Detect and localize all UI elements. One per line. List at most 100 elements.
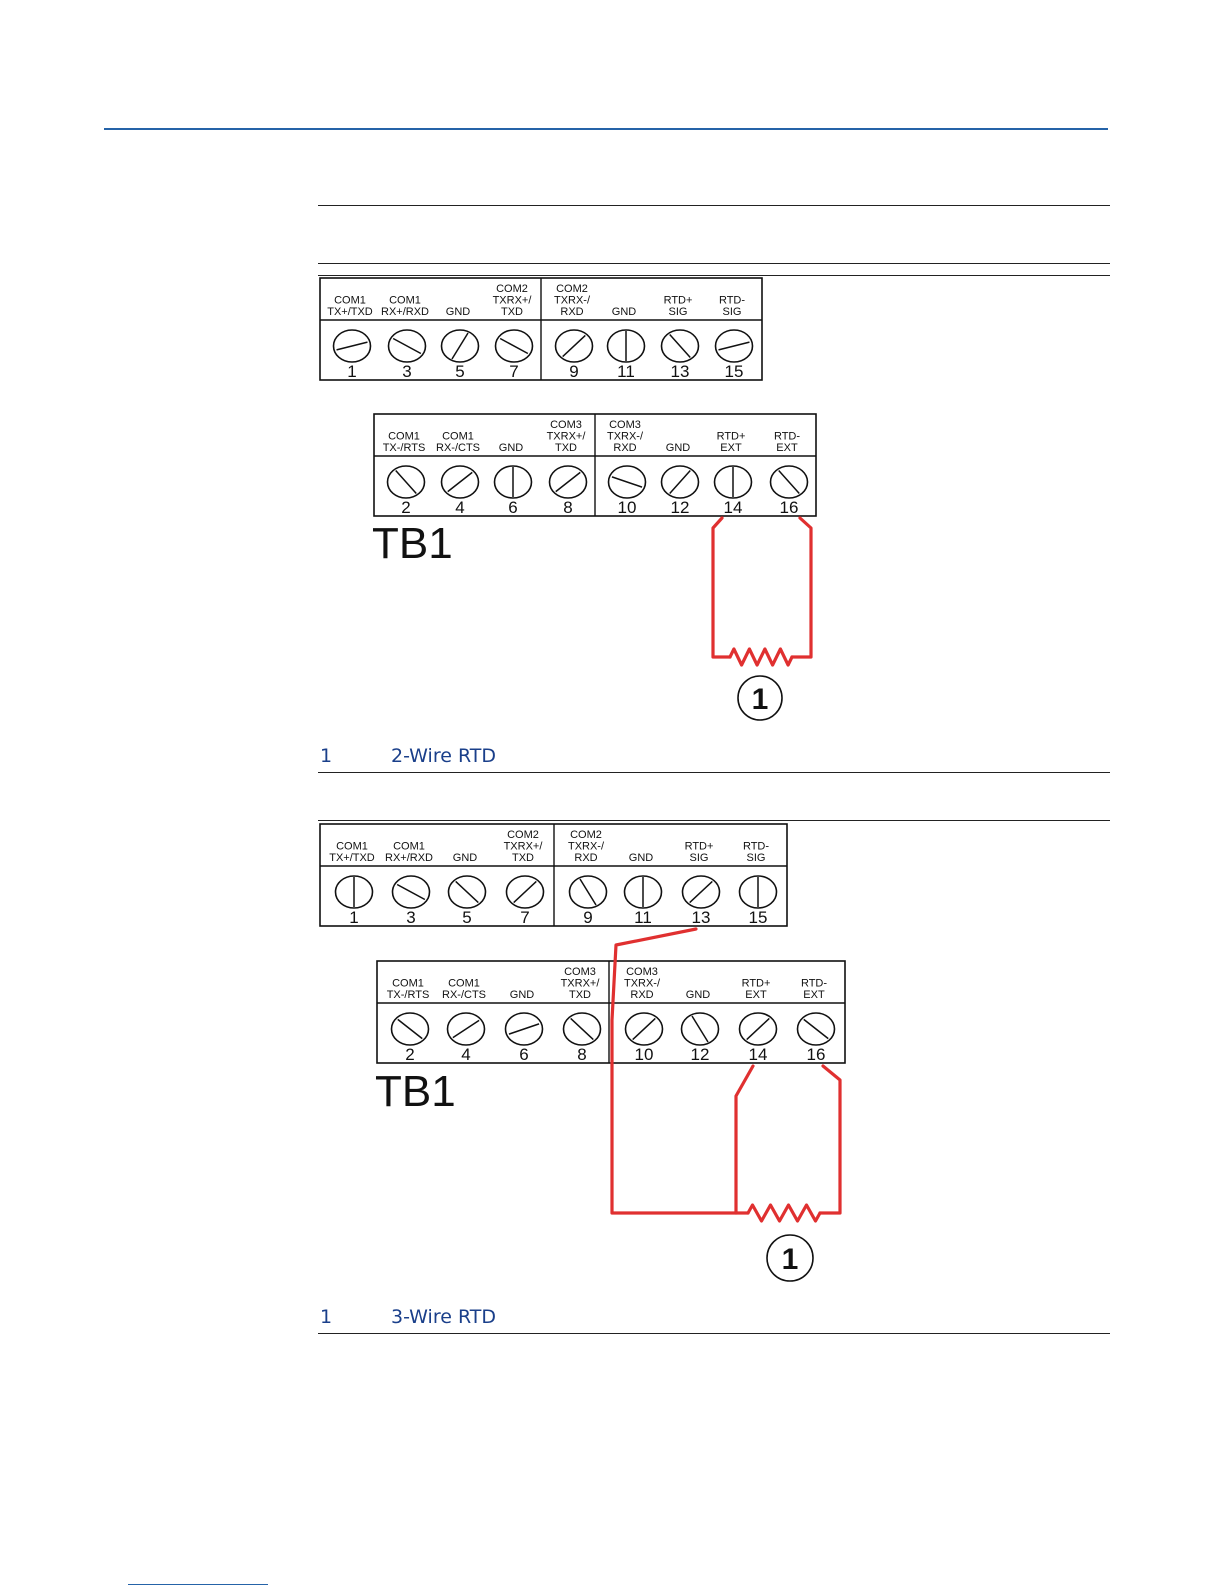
figure-2-top-rule — [318, 820, 1110, 821]
screw-slot — [447, 471, 473, 493]
screw-slot — [452, 1019, 480, 1039]
figure-2-bottom-terminal-14-number: 14 — [749, 1045, 768, 1064]
figure-1-tb1-label: TB1 — [372, 519, 453, 568]
figure-2-bottom-terminal-4-label: COM1 — [448, 978, 480, 990]
screw-slot — [451, 332, 469, 360]
figure-1-top-terminal-9-label: COM2 — [556, 283, 588, 295]
figure-1-top-terminal-13-label: RTD+ — [664, 295, 693, 307]
figure-1-bottom-terminal-8-label: TXD — [555, 442, 577, 454]
figure-1-bottom-terminal-10-label: COM3 — [609, 419, 641, 431]
figure-2-top-terminal-7-label: COM2 — [507, 829, 539, 841]
figure-1-top-terminal-11-label: GND — [612, 306, 637, 318]
figure-2-bottom-terminal-block: COM1TX-/RTS2COM1RX-/CTS4GND6COM3TXRX+/TX… — [376, 960, 846, 1064]
figure-2-top-terminal-15-label: SIG — [747, 852, 766, 864]
figure-2-tb1-label: TB1 — [375, 1067, 456, 1116]
figure-1-wire-16 — [790, 516, 813, 659]
figure-2-top-terminal-9-label: COM2 — [570, 829, 602, 841]
figure-1-bottom-terminal-8-label: COM3 — [550, 419, 582, 431]
figure-1-top-terminal-7-label: TXD — [501, 306, 523, 318]
screw-slot — [555, 471, 581, 493]
screw-slot — [718, 341, 750, 351]
figure-1-bottom-terminal-10-number: 10 — [618, 498, 637, 517]
figure-1-bottom-terminal-block: COM1TX-/RTS2COM1RX-/CTS4GND6COM3TXRX+/TX… — [373, 413, 817, 518]
screw-slot — [392, 337, 422, 355]
figure-2-top-terminal-7-label: TXD — [512, 852, 534, 864]
figure-1-bottom-terminal-16-number: 16 — [780, 498, 799, 517]
figure-2-top-terminal-11-number: 11 — [634, 908, 652, 927]
figure-2-top-terminal-3-label: RX+/RXD — [385, 852, 433, 864]
figure-1-top-terminal-15-number: 15 — [725, 362, 744, 381]
screw-slot — [397, 1018, 423, 1040]
figure-1-bottom-terminal-14-label: RTD+ — [717, 431, 746, 443]
figure-1-legend-text: 2-Wire RTD — [391, 745, 497, 767]
figure-2-top-terminal-13-number: 13 — [692, 908, 711, 927]
figure-1-top-terminal-7-label: TXRX+/ — [493, 295, 533, 307]
figure-2-bottom-terminal-8-label: COM3 — [564, 966, 596, 978]
figure-1-bottom-terminal-2-label: TX-/RTS — [383, 442, 426, 454]
figure-2-top-terminal-3-number: 3 — [406, 908, 415, 927]
figure-2-bottom-terminal-16-number: 16 — [807, 1045, 826, 1064]
screw-slot — [611, 476, 643, 488]
figure-1-bottom-terminal-2-label: COM1 — [388, 431, 420, 443]
figure-2-callout-number: 1 — [782, 1243, 799, 1276]
figure-2-bottom-terminal-14-label: EXT — [745, 989, 767, 1001]
figure-1-rtd-resistor-icon — [728, 647, 794, 667]
figure-1-top-terminal-9-label: TXRX-/ — [554, 295, 591, 307]
figure-2-top-terminal-5-number: 5 — [462, 908, 471, 927]
figure-1-bottom-terminal-14-label: EXT — [720, 442, 742, 454]
figure-2-top-terminal-7-number: 7 — [520, 908, 529, 927]
figure-2-bottom-terminal-2-label: TX-/RTS — [387, 989, 430, 1001]
figure-2-top-terminal-9-label: RXD — [574, 852, 597, 864]
figure-1-top-terminal-7-label: COM2 — [496, 283, 528, 295]
figure-2-bottom-terminal-16-label: EXT — [803, 989, 825, 1001]
figure-1-image-rule — [318, 275, 1110, 276]
figure-1-top-terminal-5-number: 5 — [455, 362, 464, 381]
screw-slot — [395, 470, 417, 494]
figure-1-top-terminal-1-number: 1 — [347, 362, 356, 381]
figure-1-bottom-terminal-10-label: TXRX-/ — [607, 431, 644, 443]
figure-2-bottom-terminal-10-label: TXRX-/ — [624, 978, 661, 990]
figure-1-top-terminal-9-number: 9 — [569, 362, 578, 381]
figure-2-top-terminal-1-label: COM1 — [336, 841, 368, 853]
figure-1-bottom-terminal-12-number: 12 — [671, 498, 690, 517]
figure-2-bottom-terminal-6-number: 6 — [519, 1045, 528, 1064]
figure-1-bottom-terminal-8-number: 8 — [563, 498, 572, 517]
figure-2-rtd-resistor-icon — [746, 1203, 822, 1223]
figure-1-top-terminal-13-number: 13 — [671, 362, 690, 381]
figure-2-bottom-terminal-12-number: 12 — [691, 1045, 710, 1064]
figure-2-legend-number: 1 — [320, 1306, 333, 1328]
figure-2-wire-16 — [818, 1064, 842, 1215]
screw-slot — [778, 470, 800, 494]
figure-2-top-terminal-1-label: TX+/TXD — [329, 852, 375, 864]
figure-1-top-rule — [318, 205, 1110, 206]
figure-1-top-terminal-5-label: GND — [446, 306, 471, 318]
figure-1-bottom-terminal-6-number: 6 — [508, 498, 517, 517]
figure-1-bottom-terminal-16-label: RTD- — [774, 431, 800, 443]
figure-1-bottom-terminal-14-number: 14 — [724, 498, 743, 517]
figure-1-top-terminal-3-label: RX+/RXD — [381, 306, 429, 318]
screw-slot — [746, 1017, 770, 1041]
figure-2-bottom-terminal-8-label: TXD — [569, 989, 591, 1001]
figure-1-top-terminal-15-label: RTD- — [719, 295, 745, 307]
figure-1-top-terminal-5: GND 5 — [440, 306, 480, 381]
screw-slot — [396, 883, 426, 901]
screw-slot — [455, 880, 479, 904]
figure-1-bottom-rule — [318, 772, 1110, 773]
figure-2-bottom-terminal-2-number: 2 — [405, 1045, 414, 1064]
figure-1-bottom-terminal-16-label: EXT — [776, 442, 798, 454]
figure-1-bottom-terminal-8-label: TXRX+/ — [547, 431, 587, 443]
